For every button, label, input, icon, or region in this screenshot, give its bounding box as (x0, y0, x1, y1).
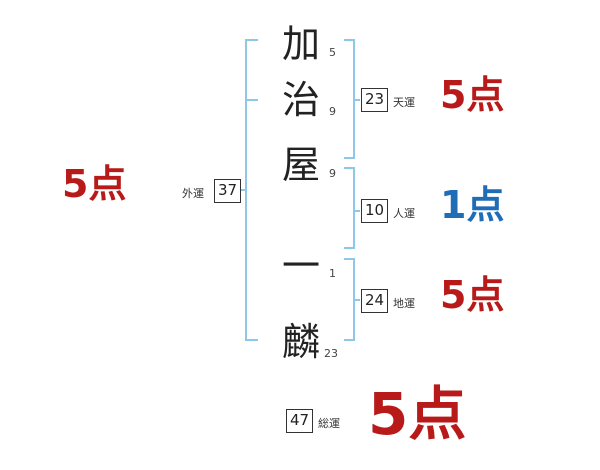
souun-label: 総運 (318, 417, 340, 430)
jinun-label: 人運 (393, 207, 415, 220)
stroke-count-2: 9 (329, 105, 336, 118)
stroke-count-4: 1 (329, 267, 336, 280)
chiun-label: 地運 (393, 297, 415, 310)
chiun-value-box: 24 (361, 289, 388, 313)
name-char-3: 屋 (281, 143, 320, 187)
gaiun-label: 外運 (182, 187, 204, 200)
name-char-1: 加 (281, 22, 320, 66)
tenun-score: 5点 (440, 73, 505, 117)
tenun-label: 天運 (393, 96, 415, 109)
gaiun-value-box: 37 (214, 179, 241, 203)
chiun-bracket (344, 258, 355, 341)
name-char-4: 一 (281, 244, 320, 288)
stroke-count-5: 23 (324, 347, 338, 360)
tenun-value-box: 23 (361, 88, 388, 112)
souun-value-box: 47 (286, 409, 313, 433)
jinun-value-box: 10 (361, 199, 388, 223)
jinun-score: 1点 (440, 183, 505, 227)
stroke-count-3: 9 (329, 167, 336, 180)
stroke-count-1: 5 (329, 46, 336, 59)
tenun-bracket (344, 39, 355, 159)
souun-score: 5点 (368, 380, 467, 448)
name-char-5: 麟 (281, 320, 320, 364)
name-char-2: 治 (281, 78, 320, 122)
gaiun-score: 5点 (62, 162, 127, 206)
gaiun-bracket (245, 39, 258, 341)
jinun-bracket (344, 167, 355, 249)
chiun-score: 5点 (440, 273, 505, 317)
